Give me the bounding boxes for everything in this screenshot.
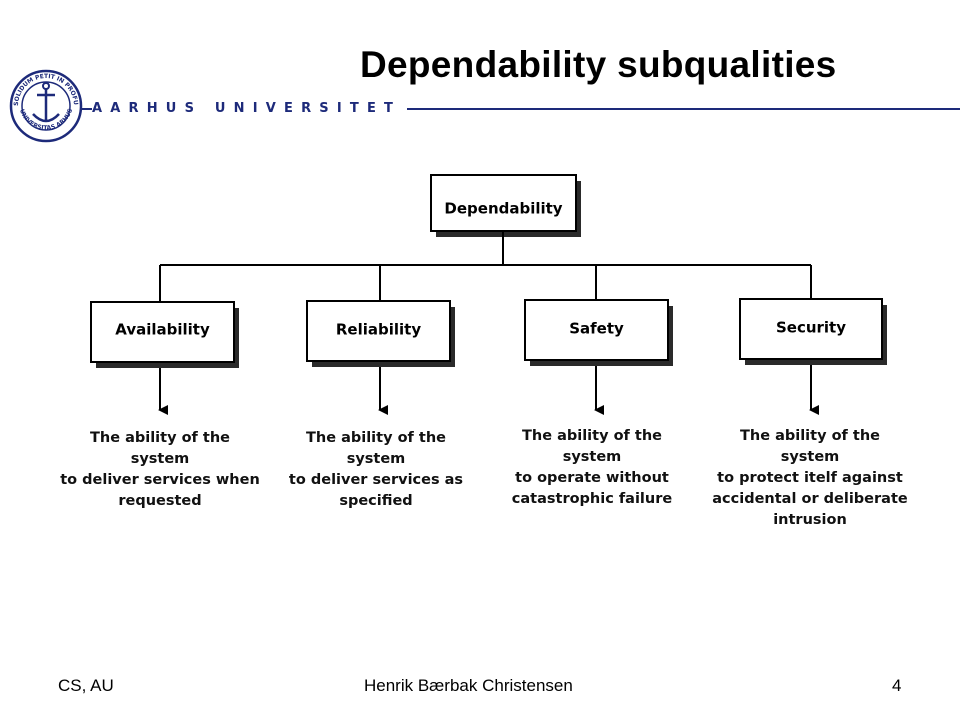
tree-connectors — [159, 231, 812, 302]
footer-left: CS, AU — [58, 676, 114, 695]
child-node-label: Availability — [115, 321, 210, 339]
description-reliability: The ability of the system to deliver ser… — [276, 428, 476, 512]
description-line: The ability of the system — [521, 428, 662, 465]
university-name: AARHUS UNIVERSITET — [92, 100, 408, 118]
header-rule — [82, 108, 960, 110]
child-node-label: Reliability — [336, 321, 421, 339]
aarhus-seal-logo: SOLIDUM PETIT IN PROFUNDIS UNIVERSITAS A… — [8, 68, 83, 143]
description-line: The ability of the system — [739, 428, 880, 465]
description-arrows — [158, 365, 819, 415]
description-line: accidental or deliberate — [712, 491, 908, 507]
page-number: 4 — [892, 676, 902, 695]
description-line: requested — [118, 493, 202, 509]
description-line: to deliver services when — [60, 472, 260, 488]
child-node-availability: Availability — [90, 301, 239, 368]
description-line: to protect itelf against — [717, 470, 903, 486]
description-security: The ability of the system to protect ite… — [710, 426, 910, 531]
child-node-security: Security — [739, 298, 887, 365]
root-node-label: Dependability — [444, 200, 562, 218]
description-line: specified — [339, 493, 413, 509]
child-node-label: Security — [776, 319, 846, 337]
child-node-safety: Safety — [524, 299, 673, 366]
root-node: Dependability — [430, 174, 581, 237]
description-availability: The ability of the system to deliver ser… — [60, 428, 260, 512]
description-line: intrusion — [773, 512, 847, 528]
child-node-reliability: Reliability — [306, 300, 455, 367]
description-safety: The ability of the system to operate wit… — [492, 426, 692, 510]
child-node-label: Safety — [569, 320, 624, 338]
description-line: catastrophic failure — [511, 491, 673, 507]
description-line: The ability of the system — [89, 430, 230, 467]
footer-author: Henrik Bærbak Christensen — [364, 676, 573, 695]
description-line: to operate without — [515, 470, 669, 486]
description-line: The ability of the system — [305, 430, 446, 467]
description-line: to deliver services as — [288, 472, 464, 488]
slide-title: Dependability subqualities — [360, 44, 837, 85]
